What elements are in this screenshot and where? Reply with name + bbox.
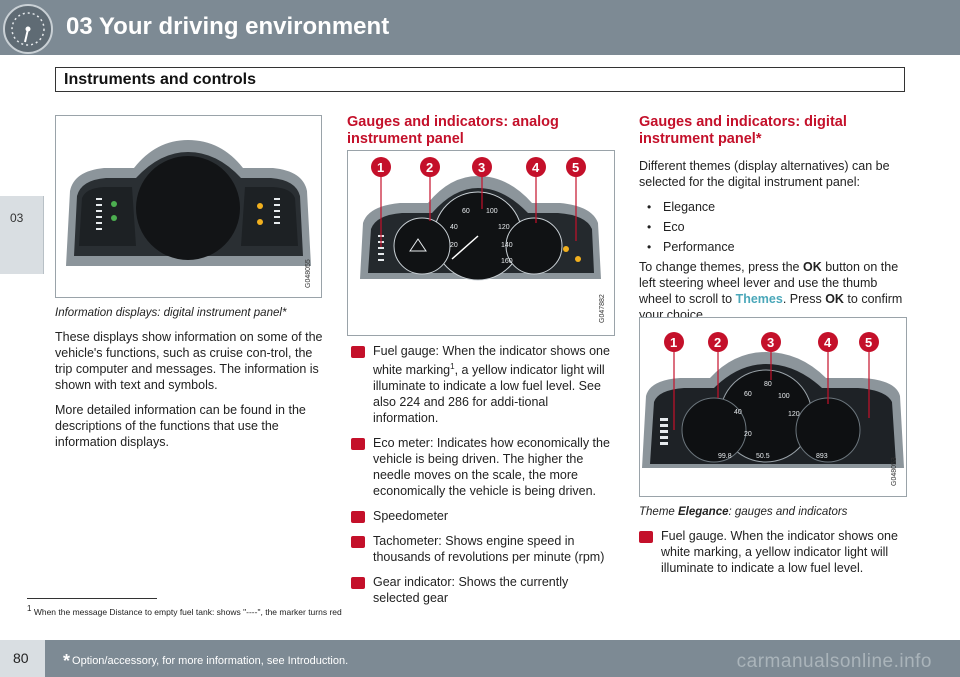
figure-code: G047882 xyxy=(599,294,606,323)
figure-caption: Theme Elegance: gauges and indicators xyxy=(639,506,848,518)
paragraph: Different themes (display alternatives) … xyxy=(639,159,890,189)
list-item: Fuel gauge. When the indicator shows one… xyxy=(639,528,909,576)
chapter-side-tab: 03 xyxy=(0,196,43,274)
svg-text:20: 20 xyxy=(744,431,752,438)
analog-heading-block: Gauges and indicators: analog instrument… xyxy=(347,114,615,158)
bullet-icon: • xyxy=(647,200,652,214)
list-item: Fuel gauge: When the indicator shows one… xyxy=(351,343,613,426)
svg-text:60: 60 xyxy=(744,391,752,398)
section-heading: Gauges and indicators: digital instrumen… xyxy=(639,114,847,147)
svg-text:20: 20 xyxy=(450,242,458,249)
callouts: 1 2 3 4 5 xyxy=(348,151,614,191)
chapter-number: 03 xyxy=(10,211,24,225)
svg-text:80: 80 xyxy=(764,381,772,388)
divider xyxy=(43,196,44,274)
list-item: Tachometer: Shows engine speed in thousa… xyxy=(351,533,613,565)
list-item: Eco meter: Indicates how economically th… xyxy=(351,435,613,499)
list-item: •Elegance xyxy=(647,200,716,214)
left-column: Information displays: digital instrument… xyxy=(55,305,327,459)
paragraph: To change themes, press the OK button on… xyxy=(639,260,903,322)
svg-text:140: 140 xyxy=(501,242,513,249)
digital-theme-figure: 60 80 100 40 120 20 50.5 99.8 893 1 2 3 4 5 G048… xyxy=(639,317,907,497)
chapter-title: 03 Your driving environment xyxy=(66,13,390,40)
callout-label: 1 xyxy=(377,160,385,175)
section-title-box: Instruments and controls xyxy=(55,67,905,92)
svg-text:120: 120 xyxy=(498,224,510,231)
footnote-divider xyxy=(27,598,157,599)
paragraph: These displays show information on some … xyxy=(55,330,323,392)
paragraph: More detailed information can be found i… xyxy=(55,403,306,449)
section-title: Instruments and controls xyxy=(64,71,257,88)
section-heading: Gauges and indicators: analog instrument… xyxy=(347,114,559,147)
chapter-header: 03 Your driving environment xyxy=(0,0,960,55)
list-item: •Performance xyxy=(647,240,735,254)
list-item: •Eco xyxy=(647,220,685,234)
callout-label: 5 xyxy=(865,335,873,350)
callout-4-marker xyxy=(351,536,365,549)
figure-code: G048053 xyxy=(891,457,898,486)
callout-3-marker xyxy=(351,511,365,524)
callout-label: 4 xyxy=(532,160,540,175)
callout-label: 4 xyxy=(824,335,832,350)
bullet-icon: • xyxy=(647,240,652,254)
svg-text:160: 160 xyxy=(501,258,513,265)
svg-text:40: 40 xyxy=(734,409,742,416)
list-item: Speedometer xyxy=(351,508,613,524)
callout-label: 2 xyxy=(426,160,434,175)
page-number: 80 xyxy=(13,650,29,666)
bullet-icon: • xyxy=(647,220,652,234)
footnote: 1 When the message Distance to empty fue… xyxy=(27,604,342,617)
callout-label: 3 xyxy=(478,160,486,175)
watermark: carmanualsonline.info xyxy=(736,651,932,672)
digital-panel-figure: G048055 xyxy=(55,115,322,298)
right-column: Gauges and indicators: digital instrumen… xyxy=(639,114,909,332)
list-item: Gear indicator: Shows the currently sele… xyxy=(351,574,613,606)
callout-1-marker xyxy=(639,531,653,543)
svg-text:99.8: 99.8 xyxy=(718,453,732,460)
analog-panel-figure: 60 100 40 120 20 140 160 1 2 3 4 5 G047882 xyxy=(347,150,615,336)
callout-label: 5 xyxy=(572,160,580,175)
svg-text:100: 100 xyxy=(486,208,498,215)
callout-label: 1 xyxy=(670,335,678,350)
svg-text:40: 40 xyxy=(450,224,458,231)
page-number-tab: 80 xyxy=(0,640,45,677)
callout-5-marker xyxy=(351,577,365,590)
figure-caption: Information displays: digital instrument… xyxy=(55,307,287,319)
digital-item-list: Theme Elegance: gauges and indicators Fu… xyxy=(639,504,909,585)
callout-label: 3 xyxy=(767,335,775,350)
callout-label: 2 xyxy=(714,335,722,350)
page-footer: 80 *Option/accessory, for more informati… xyxy=(0,640,960,677)
svg-text:893: 893 xyxy=(816,453,828,460)
callouts: 1 2 3 4 5 xyxy=(640,318,906,358)
callout-2-marker xyxy=(351,438,365,451)
svg-text:50.5: 50.5 xyxy=(756,453,770,460)
footer-note: *Option/accessory, for more information,… xyxy=(63,651,349,671)
figure-code: G048055 xyxy=(305,259,312,288)
gauge-icon xyxy=(3,4,53,54)
svg-text:60: 60 xyxy=(462,208,470,215)
callout-1-marker xyxy=(351,346,365,358)
svg-text:100: 100 xyxy=(778,393,790,400)
svg-text:120: 120 xyxy=(788,411,800,418)
analog-item-list: Fuel gauge: When the indicator shows one… xyxy=(351,343,613,615)
